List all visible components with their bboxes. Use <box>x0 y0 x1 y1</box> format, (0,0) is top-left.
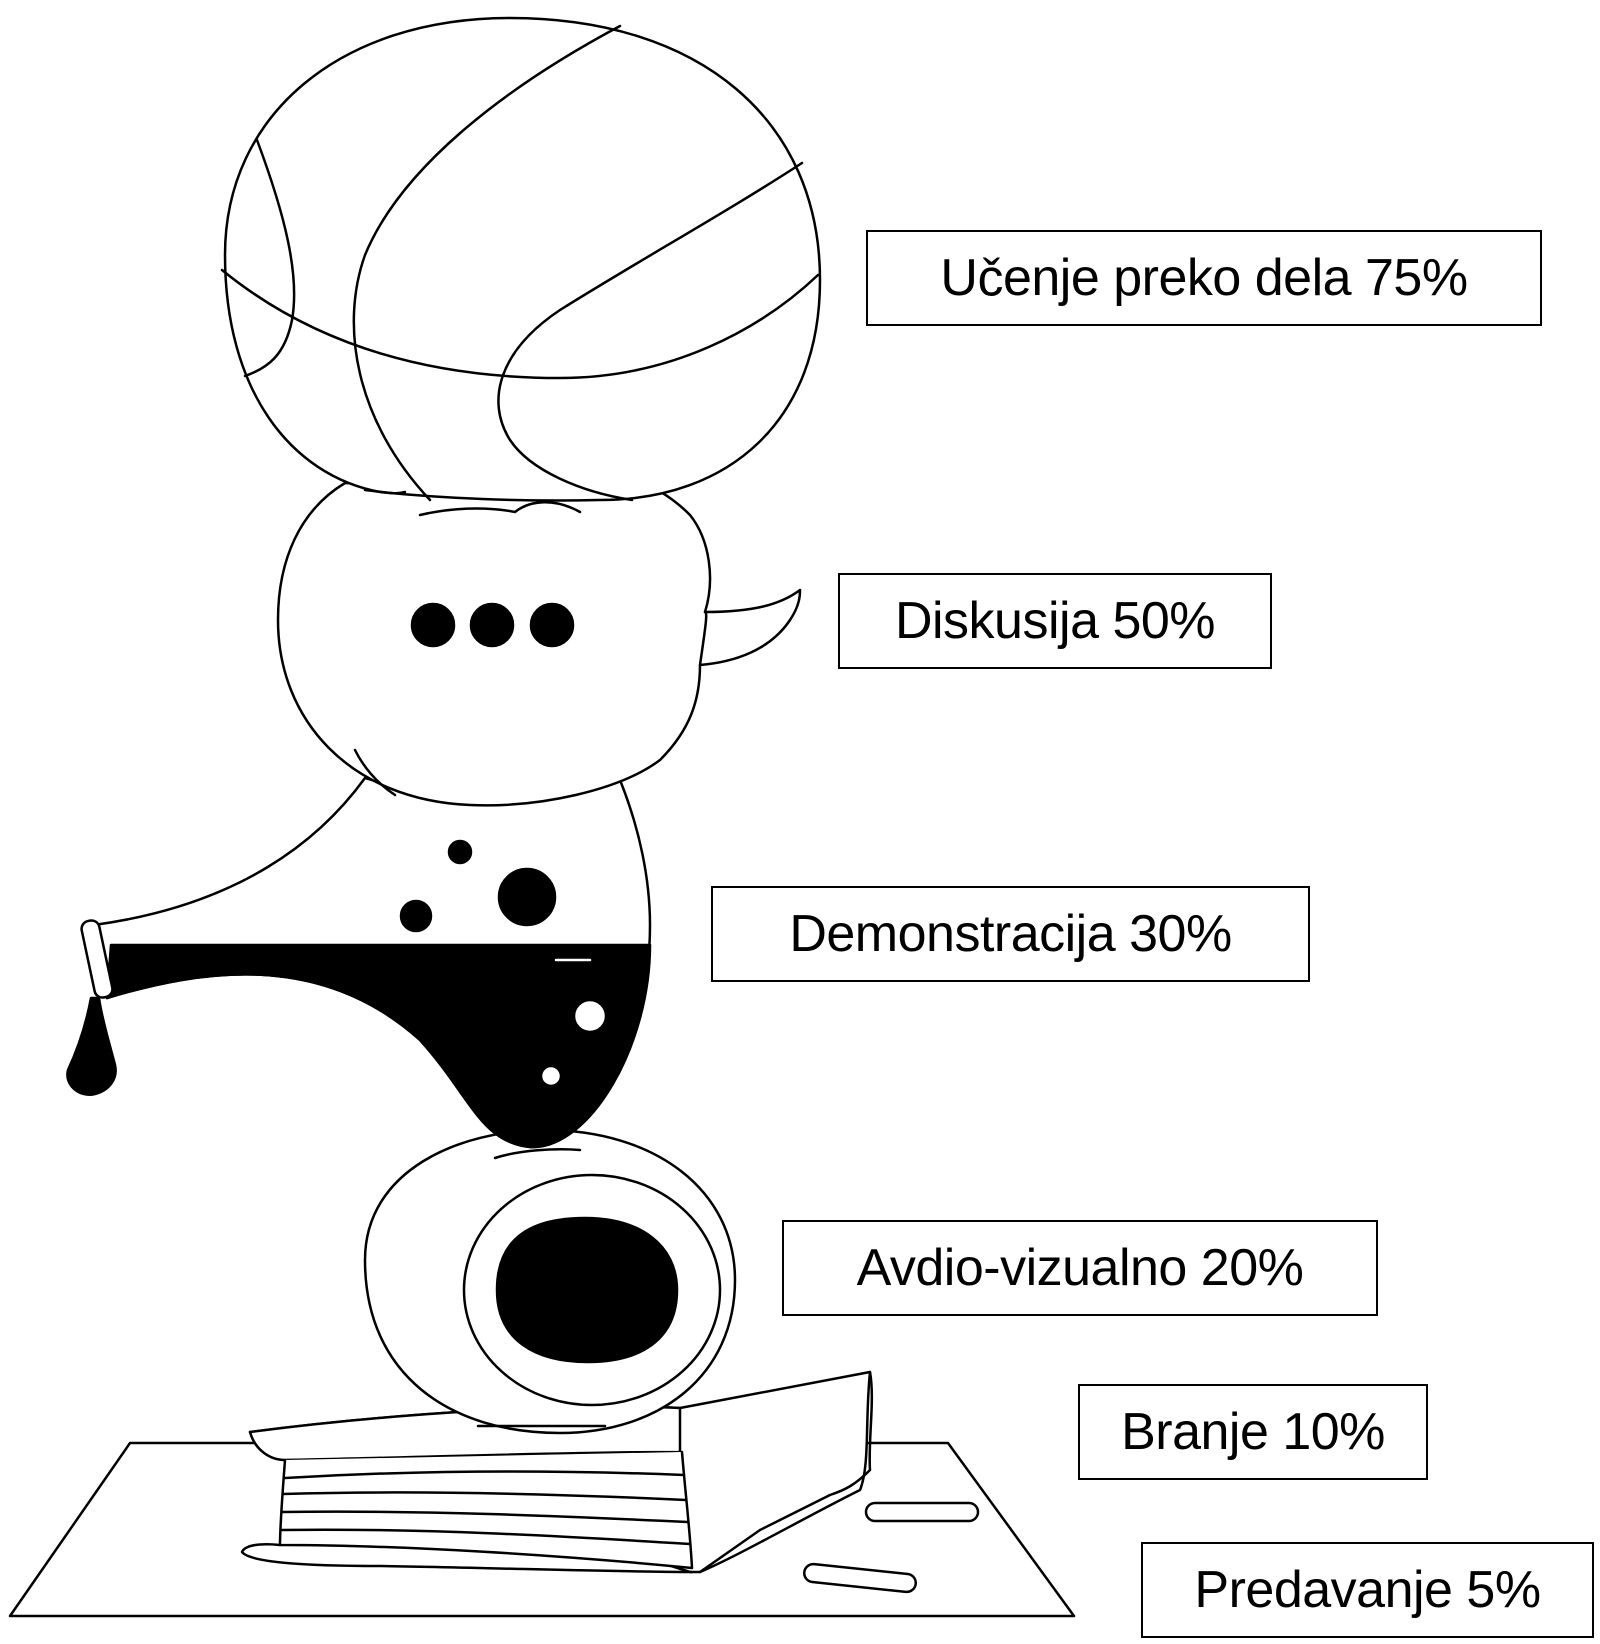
flask-icon <box>66 776 652 1149</box>
level-label-audio-visual: Avdio-vizualno 20% <box>782 1220 1378 1316</box>
basketball-icon <box>220 16 822 502</box>
webcam-icon <box>363 1128 737 1435</box>
level-label-reading: Branje 10% <box>1078 1384 1428 1480</box>
level-label-demonstration: Demonstracija 30% <box>711 886 1310 982</box>
level-label-learning-by-doing: Učenje preko dela 75% <box>866 230 1542 326</box>
book-icon <box>240 1370 874 1574</box>
speech-bubble-icon <box>276 481 802 807</box>
level-label-lecture: Predavanje 5% <box>1141 1542 1594 1638</box>
level-label-discussion: Diskusija 50% <box>838 573 1272 669</box>
